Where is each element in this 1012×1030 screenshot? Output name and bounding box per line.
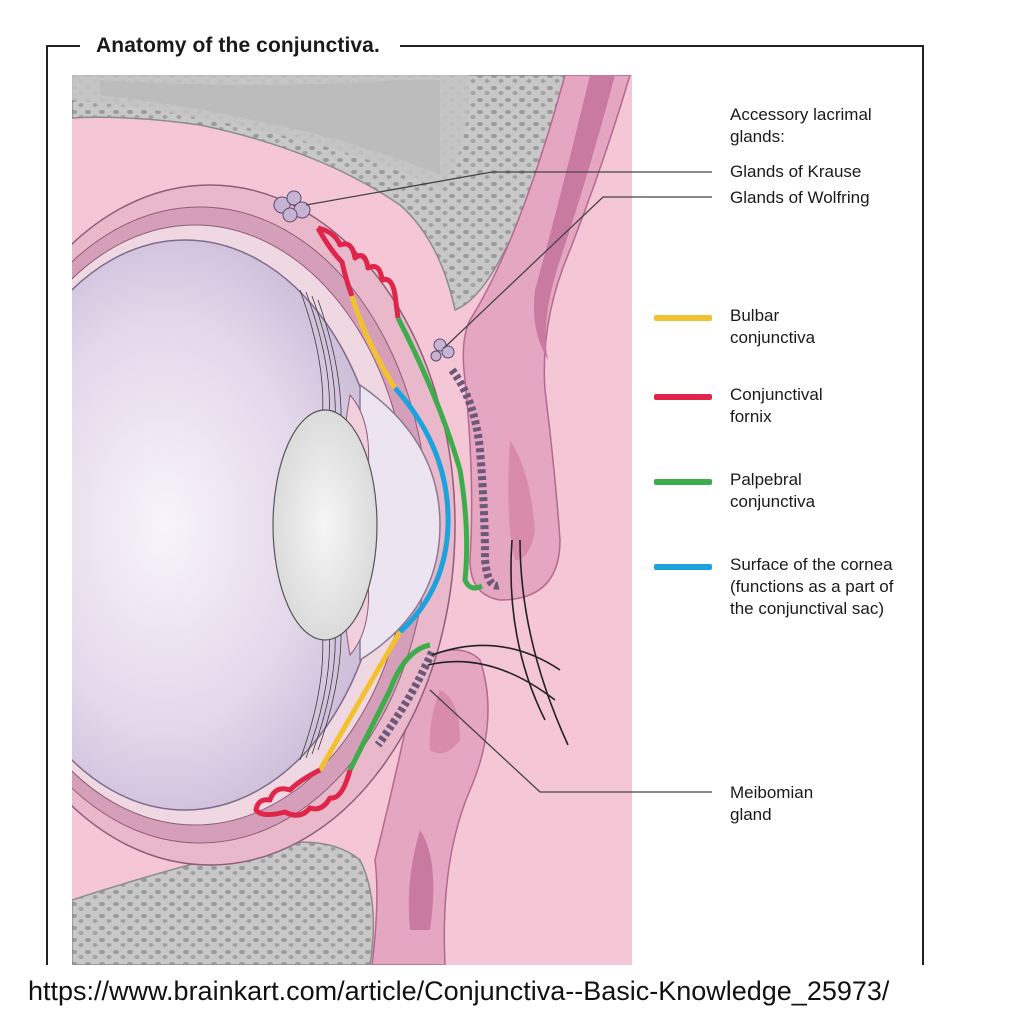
lower-fornix-line <box>253 767 353 818</box>
frame-top-right <box>400 45 924 47</box>
leader-lines <box>305 171 712 793</box>
cornea <box>359 383 441 662</box>
lens <box>272 409 378 641</box>
legend-label-bulbar: Bulbar conjunctiva <box>730 306 816 347</box>
legend-swatch-bulbar <box>654 315 712 321</box>
upper-eyelid <box>462 75 631 601</box>
legend-label-palpebral: Palpebral conjunctiva <box>730 470 816 511</box>
source-url: https://www.brainkart.com/article/Conjun… <box>28 976 890 1006</box>
upper-palpebral-line <box>395 316 484 591</box>
upper-meibomian-glands <box>448 367 502 590</box>
lower-meibomian-glands <box>374 650 436 748</box>
lower-bulbar-line <box>317 630 403 772</box>
frame-top-left <box>46 45 80 47</box>
legend-swatch-fornix <box>654 394 712 400</box>
gland-of-krause <box>273 190 311 223</box>
cornea-surface-line <box>393 386 451 634</box>
frame-left <box>46 45 48 965</box>
lower-orbital-bone <box>72 841 375 965</box>
legend-label-cornea: Surface of the cornea (functions as a pa… <box>730 555 894 618</box>
lower-palpebral-line <box>347 642 431 772</box>
eyelashes <box>427 539 569 746</box>
upper-fornix-line <box>317 225 401 319</box>
upper-bulbar-line <box>349 295 398 390</box>
legend-swatch-palpebral <box>654 479 712 485</box>
frame-right <box>922 45 924 965</box>
figure-title: Anatomy of the conjunctiva. <box>86 34 390 58</box>
legend-swatch-cornea <box>654 564 712 570</box>
accessory-glands-heading: Accessory lacrimal glands: <box>730 105 872 146</box>
gland-of-wolfring <box>430 338 455 362</box>
glands-of-krause-label: Glands of Krause <box>730 162 862 181</box>
meibomian-gland-label: Meibomian gland <box>730 783 814 824</box>
glands-of-wolfring-label: Glands of Wolfring <box>730 188 870 207</box>
legend-label-fornix: Conjunctival fornix <box>730 385 823 426</box>
